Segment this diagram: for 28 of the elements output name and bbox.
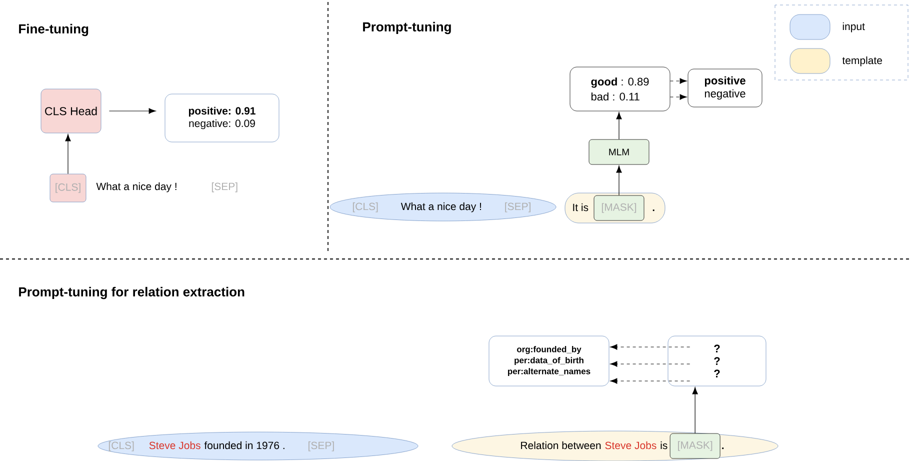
score-box: good : 0.89 bad : 0.11	[570, 66, 670, 112]
sentence-text: What a nice day !	[96, 182, 176, 192]
arrow	[610, 378, 690, 384]
arrow	[616, 112, 622, 140]
arrow	[616, 166, 622, 196]
section-heading: Prompt-tuning	[363, 22, 451, 34]
section-heading: Fine-tuning	[19, 24, 88, 36]
mask-box: [MASK]	[594, 195, 644, 221]
arrow	[610, 344, 690, 350]
legend-label: input	[842, 22, 865, 32]
legend-label: template	[842, 56, 882, 66]
arrow	[692, 387, 698, 434]
relation-box: org:founded_by per:data_of_birth per:alternate_names	[488, 336, 610, 386]
arrow	[670, 94, 687, 100]
arrow	[670, 78, 687, 84]
arrow	[65, 134, 71, 174]
separator-token: [SEP]	[212, 182, 238, 192]
section-heading: Prompt-tuning for relation extraction	[19, 286, 244, 300]
prediction-box: ? ? ?	[668, 336, 766, 386]
model-box: MLM	[588, 139, 650, 165]
mask-box: [MASK]	[670, 433, 720, 459]
output-box: positive: 0.91 negative: 0.09	[164, 94, 280, 142]
process-box: CLS Head	[40, 88, 102, 134]
label-box: positive negative	[688, 68, 762, 108]
template-pill: It is [MASK] .	[564, 192, 666, 224]
arrow	[108, 108, 156, 114]
arrow	[610, 361, 690, 367]
token-box: [CLS]	[50, 174, 86, 202]
